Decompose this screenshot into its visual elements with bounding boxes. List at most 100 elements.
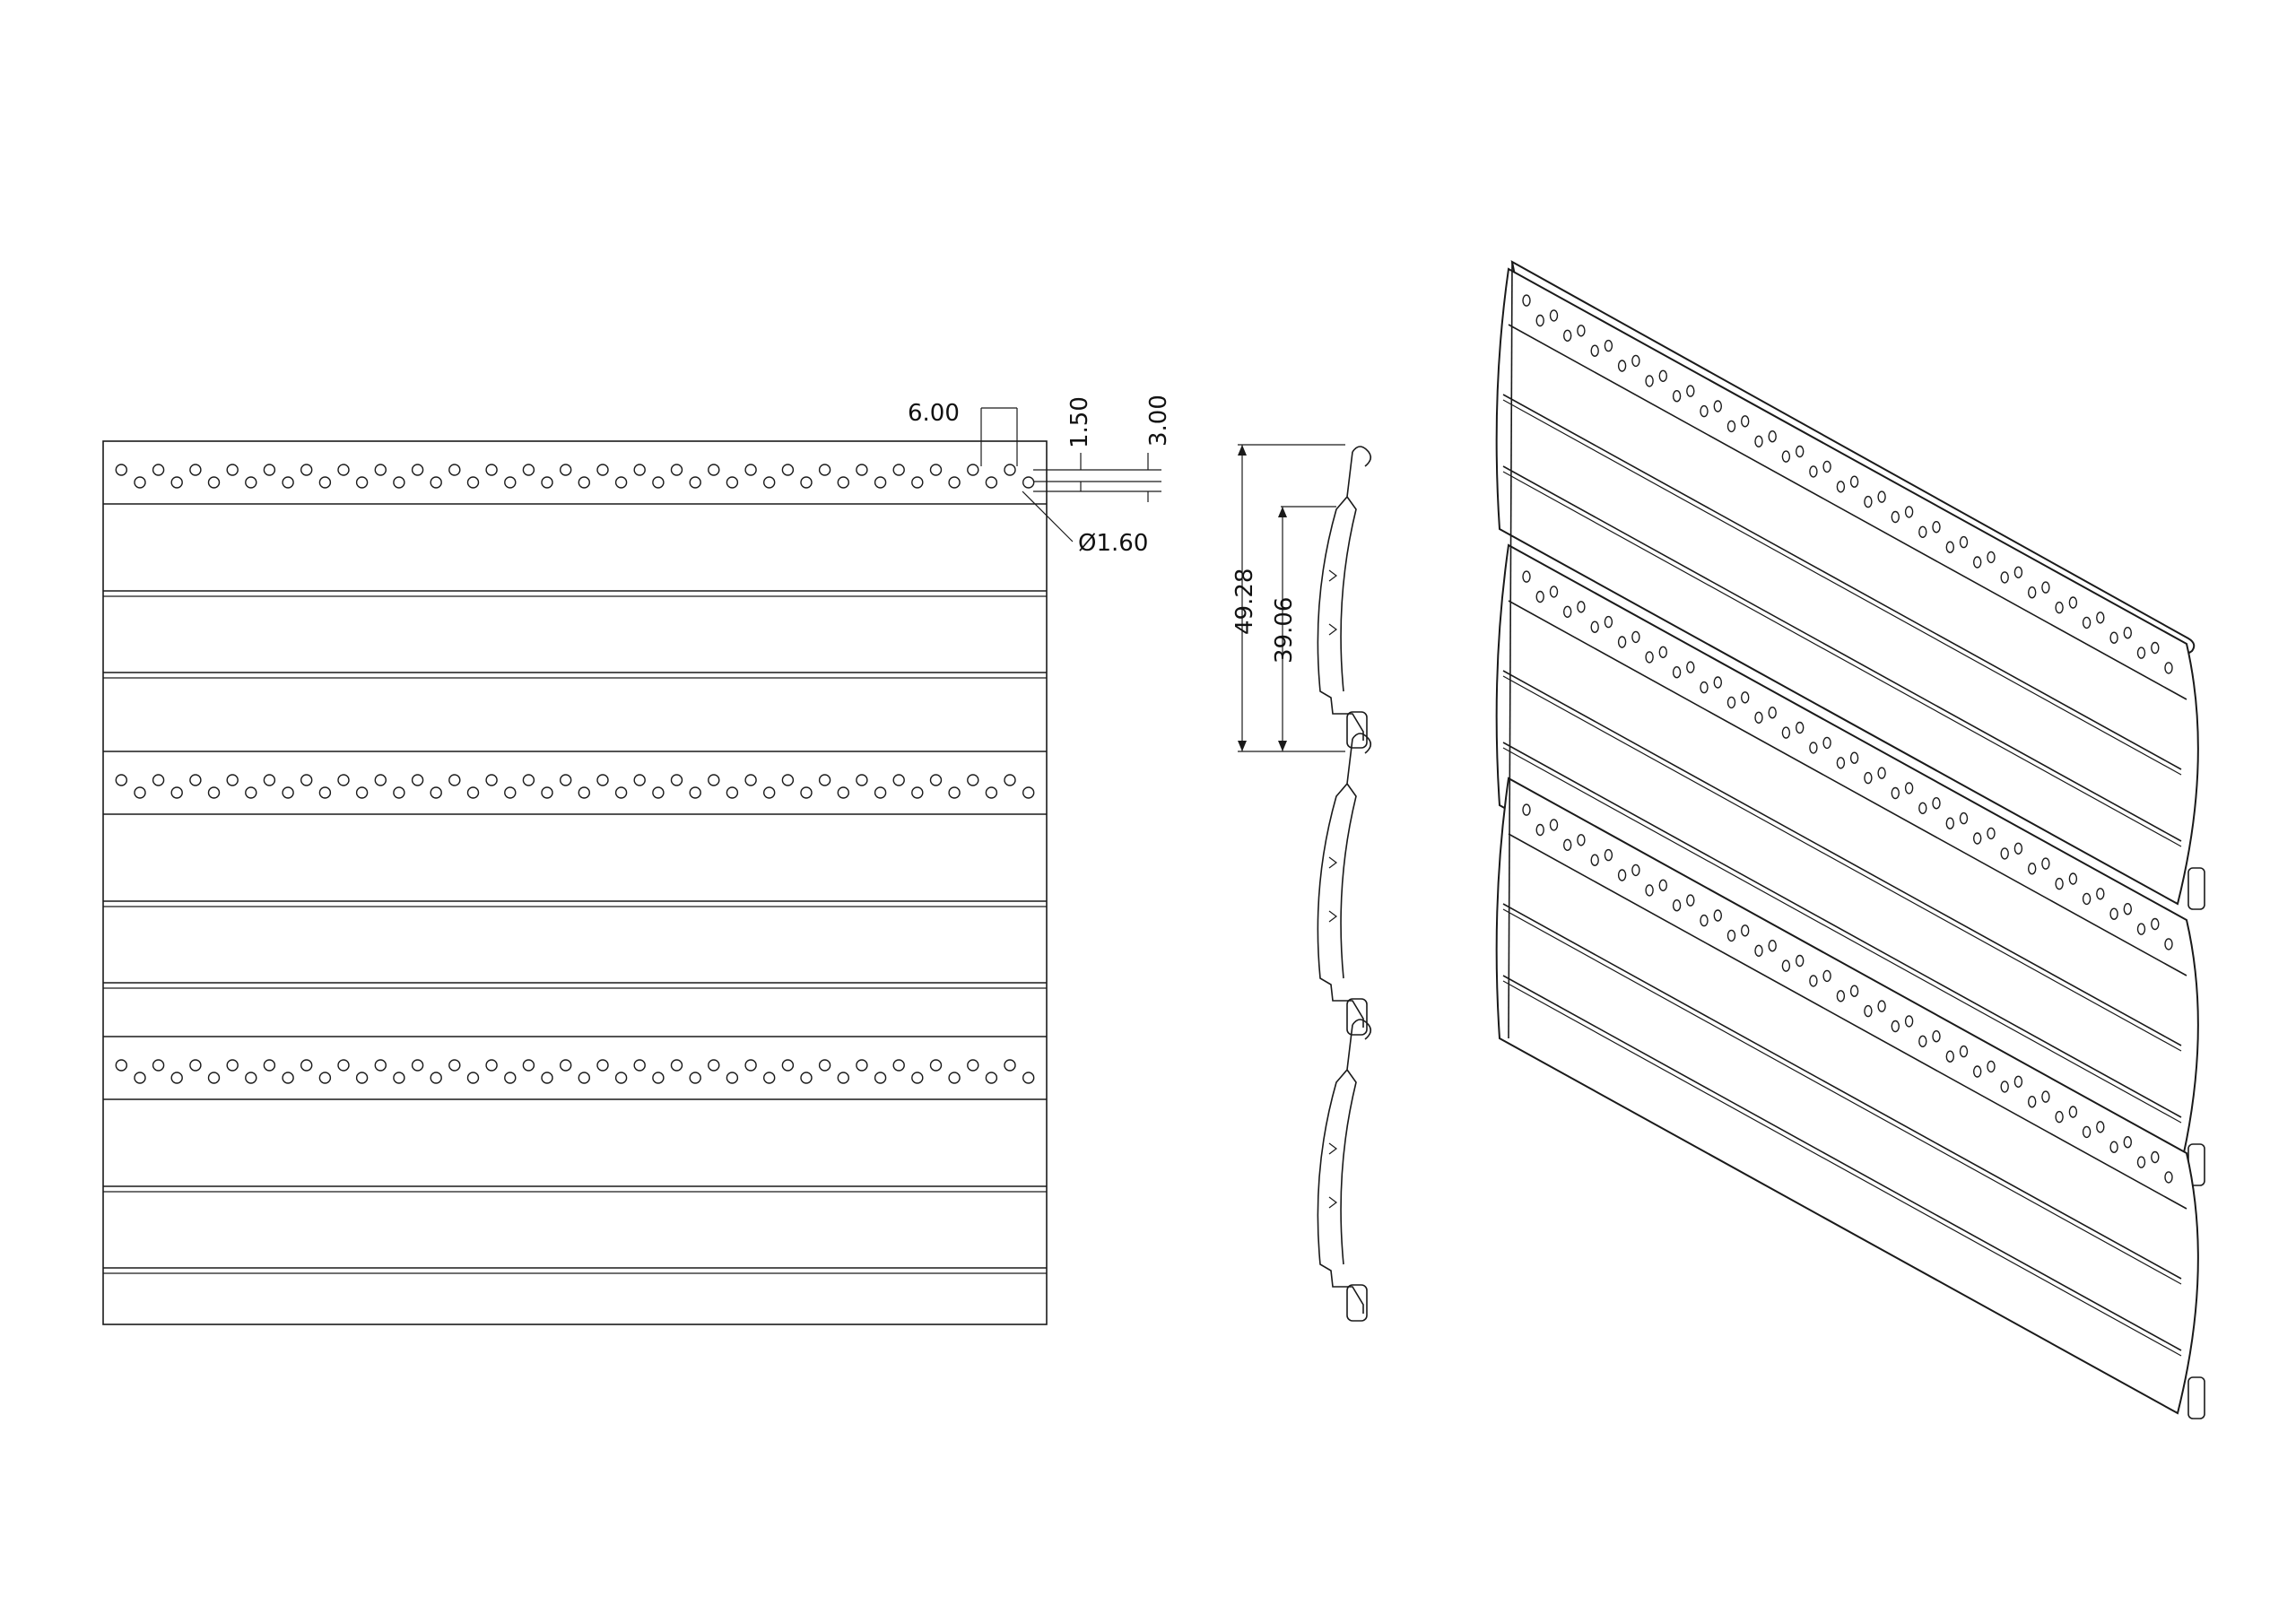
iso-hole [1877, 767, 1886, 779]
perforation-hole [134, 786, 146, 799]
perforation-hole [967, 464, 979, 476]
perforation-hole [892, 1059, 905, 1072]
iso-groove [1502, 742, 2182, 1118]
iso-hole [1822, 969, 1831, 983]
perforation-hole [245, 1072, 257, 1084]
iso-hole [2136, 1156, 2146, 1168]
perforation-hole [763, 786, 776, 799]
perforation-hole [263, 1059, 276, 1072]
iso-hole [1562, 329, 1572, 342]
perforation-hole [282, 476, 294, 489]
iso-hole [2109, 907, 2118, 920]
perforation-hole [115, 1059, 128, 1072]
perforation-hole [726, 786, 739, 799]
iso-hole [1959, 535, 1969, 549]
perforation-hole [393, 476, 405, 489]
perforation-hole [282, 1072, 294, 1084]
perforation-hole [337, 1059, 350, 1072]
perforation-hole [337, 464, 350, 476]
perforation-hole [874, 786, 887, 799]
perforation-hole [560, 464, 572, 476]
iso-band-edge [1508, 600, 2187, 976]
perforation-hole [170, 476, 183, 489]
perforation-hole [318, 1072, 332, 1084]
perforation-hole [856, 1059, 868, 1072]
iso-hole [2096, 612, 2105, 624]
iso-groove [1502, 394, 2182, 770]
iso-hole [2068, 596, 2078, 609]
perforation-hole [226, 1059, 239, 1072]
iso-hole [1836, 481, 1846, 493]
iso-hole [1809, 742, 1818, 754]
iso-hole [1781, 726, 1791, 739]
perforation-hole [430, 786, 442, 799]
iso-hole [1672, 899, 1682, 912]
perforation-hole [522, 774, 535, 786]
iso-hole [1864, 1004, 1873, 1018]
perforation-hole [652, 786, 665, 799]
perforation-hole [226, 464, 239, 476]
iso-hole [1768, 430, 1777, 443]
perforation-hole [614, 1072, 628, 1084]
iso-hole [1631, 630, 1640, 644]
iso-hole [1672, 666, 1682, 679]
iso-hole [1795, 721, 1805, 734]
perforation-hole [485, 774, 498, 786]
perforation-hole [189, 774, 202, 786]
iso-hole [1604, 848, 1613, 862]
perforation-hole [781, 1059, 795, 1072]
iso-hole [1535, 590, 1544, 603]
iso-hole [2096, 888, 2105, 900]
iso-hole [1877, 1000, 1886, 1012]
perforation-hole [430, 476, 442, 489]
iso-hole [2013, 1075, 2023, 1089]
iso-hole [1972, 832, 1982, 845]
iso-hole [1590, 854, 1599, 866]
perforation-hole [744, 1059, 757, 1072]
iso-hole [2123, 627, 2133, 639]
perforation-hole [967, 774, 979, 786]
iso-hole [1577, 601, 1586, 613]
perforation-hole [652, 476, 665, 489]
perforation-hole [485, 1059, 498, 1072]
perforation-hole [1004, 464, 1016, 476]
iso-hole [2164, 662, 2173, 674]
iso-hole [1932, 797, 1941, 810]
perforation-hole [245, 786, 257, 799]
iso-hole [1604, 615, 1613, 629]
iso-hole [1617, 869, 1627, 881]
perforation-hole [689, 476, 701, 489]
perforation-hole [856, 464, 868, 476]
perforation-hole [152, 464, 165, 476]
iso-hole [1713, 909, 1723, 922]
perforation-hole [837, 1072, 849, 1084]
iso-hole [1604, 339, 1613, 352]
iso-hole [1645, 884, 1654, 897]
iso-hole [2055, 1110, 2064, 1124]
perforation-hole [448, 1059, 461, 1072]
iso-hole [1549, 819, 1559, 831]
perforation-hole [430, 1072, 442, 1084]
iso-hole [1891, 1020, 1900, 1033]
iso-hole [1781, 450, 1791, 463]
section-slat-profiles [1317, 446, 1372, 1322]
perforation-hole [596, 464, 609, 476]
perforation-hole [689, 786, 701, 799]
perforation-hole [578, 476, 590, 489]
iso-hole [2151, 1150, 2160, 1164]
perforation-hole [874, 476, 887, 489]
iso-hole [1959, 1045, 1969, 1058]
dim-hole-offset: 1.50 [1066, 396, 1093, 448]
perforation-hole [1022, 786, 1035, 799]
iso-groove [1502, 908, 2182, 1285]
iso-hole [1754, 711, 1763, 724]
iso-hole [1617, 360, 1627, 372]
iso-hole [1822, 460, 1831, 473]
iso-hole [1658, 879, 1668, 891]
perforation-hole [614, 476, 628, 489]
perforation-hole [670, 1059, 683, 1072]
perforation-hole [300, 1059, 313, 1072]
perforation-hole [355, 786, 369, 799]
perforation-hole [1004, 774, 1016, 786]
